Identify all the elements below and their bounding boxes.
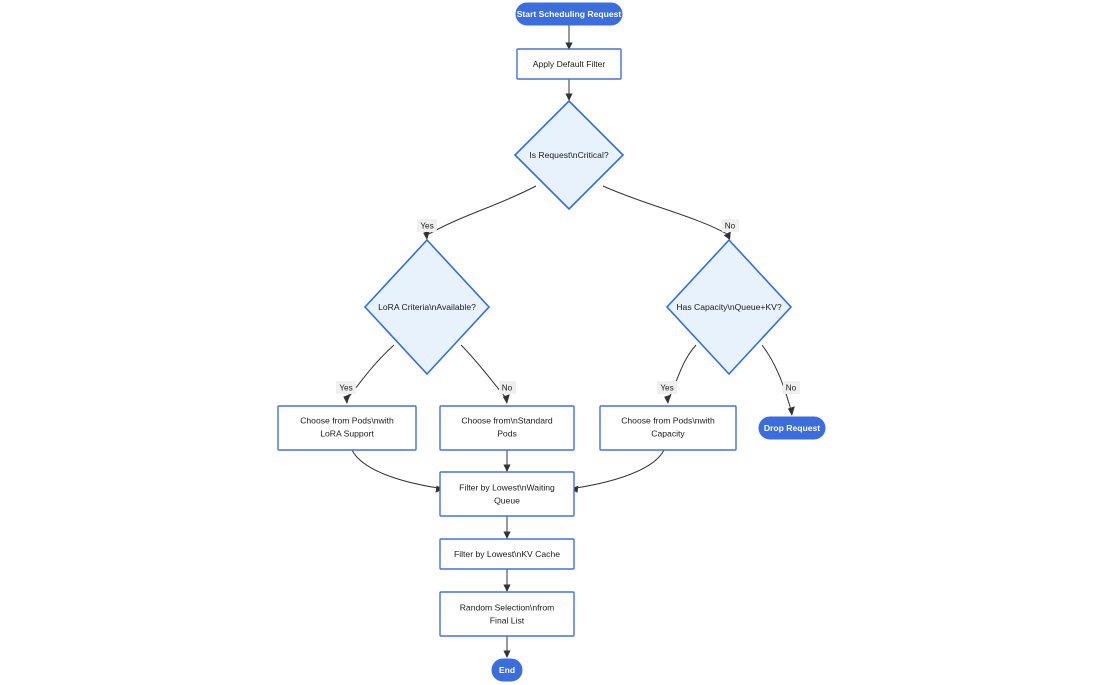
node-shape-rect[interactable] <box>439 471 575 517</box>
node-shape-rect[interactable] <box>516 48 622 80</box>
edge-has-capacity-no-to-drop-request <box>761 344 795 416</box>
edge-label-text: Yes <box>420 222 433 231</box>
nodes-layer: Start Scheduling Request Apply Default F… <box>277 2 826 682</box>
node-label-pods-capacity-line1: Choose from Pods\nwith <box>621 415 715 425</box>
node-choose-standard-pods[interactable]: Choose from\nStandard Pods <box>439 405 575 451</box>
node-label-is-request-critical: Is Request\nCritical? <box>529 150 609 160</box>
node-shape-rect[interactable] <box>439 405 575 451</box>
edge-start-to-apply-default-filter <box>565 25 573 50</box>
edge-random-selection-to-end <box>503 636 511 658</box>
edge-pods-capacity-to-filter-queue <box>570 449 665 493</box>
node-apply-default-filter[interactable]: Apply Default Filter <box>516 48 622 80</box>
node-shape-diamond[interactable] <box>513 99 625 211</box>
node-end[interactable]: End <box>491 658 523 682</box>
node-label-pods-standard-line2: Pods <box>497 428 517 438</box>
node-shape-rect[interactable] <box>599 405 737 451</box>
node-shape-rect[interactable] <box>439 591 575 637</box>
node-shape-stadium[interactable] <box>515 2 623 26</box>
node-label-filter-queue-line2: Queue <box>494 495 520 505</box>
node-label-drop-request: Drop Request <box>764 423 820 433</box>
edge-label-lora-criteria-yes: Yes <box>336 381 356 394</box>
node-lora-criteria-available[interactable]: LoRA Criteria\nAvailable? <box>363 238 491 376</box>
edge-pods-standard-to-filter-queue <box>503 450 511 472</box>
edge-label-has-capacity-yes: Yes <box>657 381 677 394</box>
node-choose-pods-with-capacity[interactable]: Choose from Pods\nwith Capacity <box>599 405 737 451</box>
edge-has-capacity-yes-to-pods-capacity <box>664 344 697 404</box>
node-filter-by-lowest-waiting-queue[interactable]: Filter by Lowest\nWaiting Queue <box>439 471 575 517</box>
node-shape-diamond[interactable] <box>665 238 793 376</box>
edge-label-text: No <box>502 384 513 393</box>
node-shape-rect[interactable] <box>277 405 417 451</box>
edge-label-is-critical-yes: Yes <box>417 219 437 232</box>
edge-apply-default-filter-to-is-critical <box>565 79 573 101</box>
node-is-request-critical[interactable]: Is Request\nCritical? <box>513 99 625 211</box>
edge-pods-lora-to-filter-queue <box>351 449 444 493</box>
edge-filter-kv-to-random-selection <box>503 569 511 592</box>
edge-label-lora-criteria-no: No <box>499 381 516 394</box>
edge-label-is-critical-no: No <box>722 219 739 232</box>
node-shape-stadium[interactable] <box>758 416 826 440</box>
edge-label-text: No <box>725 222 736 231</box>
node-label-pods-lora-line2: LoRA Support <box>320 428 374 438</box>
node-start-scheduling-request[interactable]: Start Scheduling Request <box>515 2 623 26</box>
node-drop-request[interactable]: Drop Request <box>758 416 826 440</box>
edge-filter-queue-to-filter-kv <box>503 516 511 539</box>
node-shape-rect[interactable] <box>439 538 575 570</box>
edge-label-text: Yes <box>339 384 352 393</box>
node-label-apply-default-filter: Apply Default Filter <box>533 59 606 69</box>
node-shape-stadium[interactable] <box>491 658 523 682</box>
node-choose-pods-with-lora-support[interactable]: Choose from Pods\nwith LoRA Support <box>277 405 417 451</box>
edge-lora-criteria-no-to-pods-standard <box>460 344 510 404</box>
node-has-capacity-queue-kv[interactable]: Has Capacity\nQueue+KV? <box>665 238 793 376</box>
edge-label-text: No <box>786 384 797 393</box>
node-label-start: Start Scheduling Request <box>517 9 622 19</box>
node-label-has-capacity-queue-kv: Has Capacity\nQueue+KV? <box>676 302 782 312</box>
node-label-end: End <box>499 665 515 675</box>
node-label-random-selection-line1: Random Selection\nfrom <box>460 602 555 612</box>
node-label-pods-standard-line1: Choose from\nStandard <box>461 415 552 425</box>
edge-lora-criteria-yes-to-pods-lora <box>343 344 395 404</box>
edge-label-text: Yes <box>660 384 673 393</box>
node-label-filter-kv-cache: Filter by Lowest\nKV Cache <box>454 549 560 559</box>
node-label-pods-capacity-line2: Capacity <box>651 428 685 438</box>
node-label-random-selection-line2: Final List <box>490 615 525 625</box>
edge-is-critical-yes-to-lora-criteria <box>423 185 537 240</box>
node-filter-by-lowest-kv-cache[interactable]: Filter by Lowest\nKV Cache <box>439 538 575 570</box>
node-label-lora-criteria-available: LoRA Criteria\nAvailable? <box>378 302 476 312</box>
node-label-pods-lora-line1: Choose from Pods\nwith <box>300 415 394 425</box>
node-shape-diamond[interactable] <box>363 238 491 376</box>
edge-label-has-capacity-no: No <box>783 381 800 394</box>
edge-labels-layer: Yes No Yes No Yes No <box>336 219 800 394</box>
edge-is-critical-no-to-has-capacity <box>602 185 731 240</box>
node-label-filter-queue-line1: Filter by Lowest\nWaiting <box>459 482 555 492</box>
node-random-selection-from-final-list[interactable]: Random Selection\nfrom Final List <box>439 591 575 637</box>
